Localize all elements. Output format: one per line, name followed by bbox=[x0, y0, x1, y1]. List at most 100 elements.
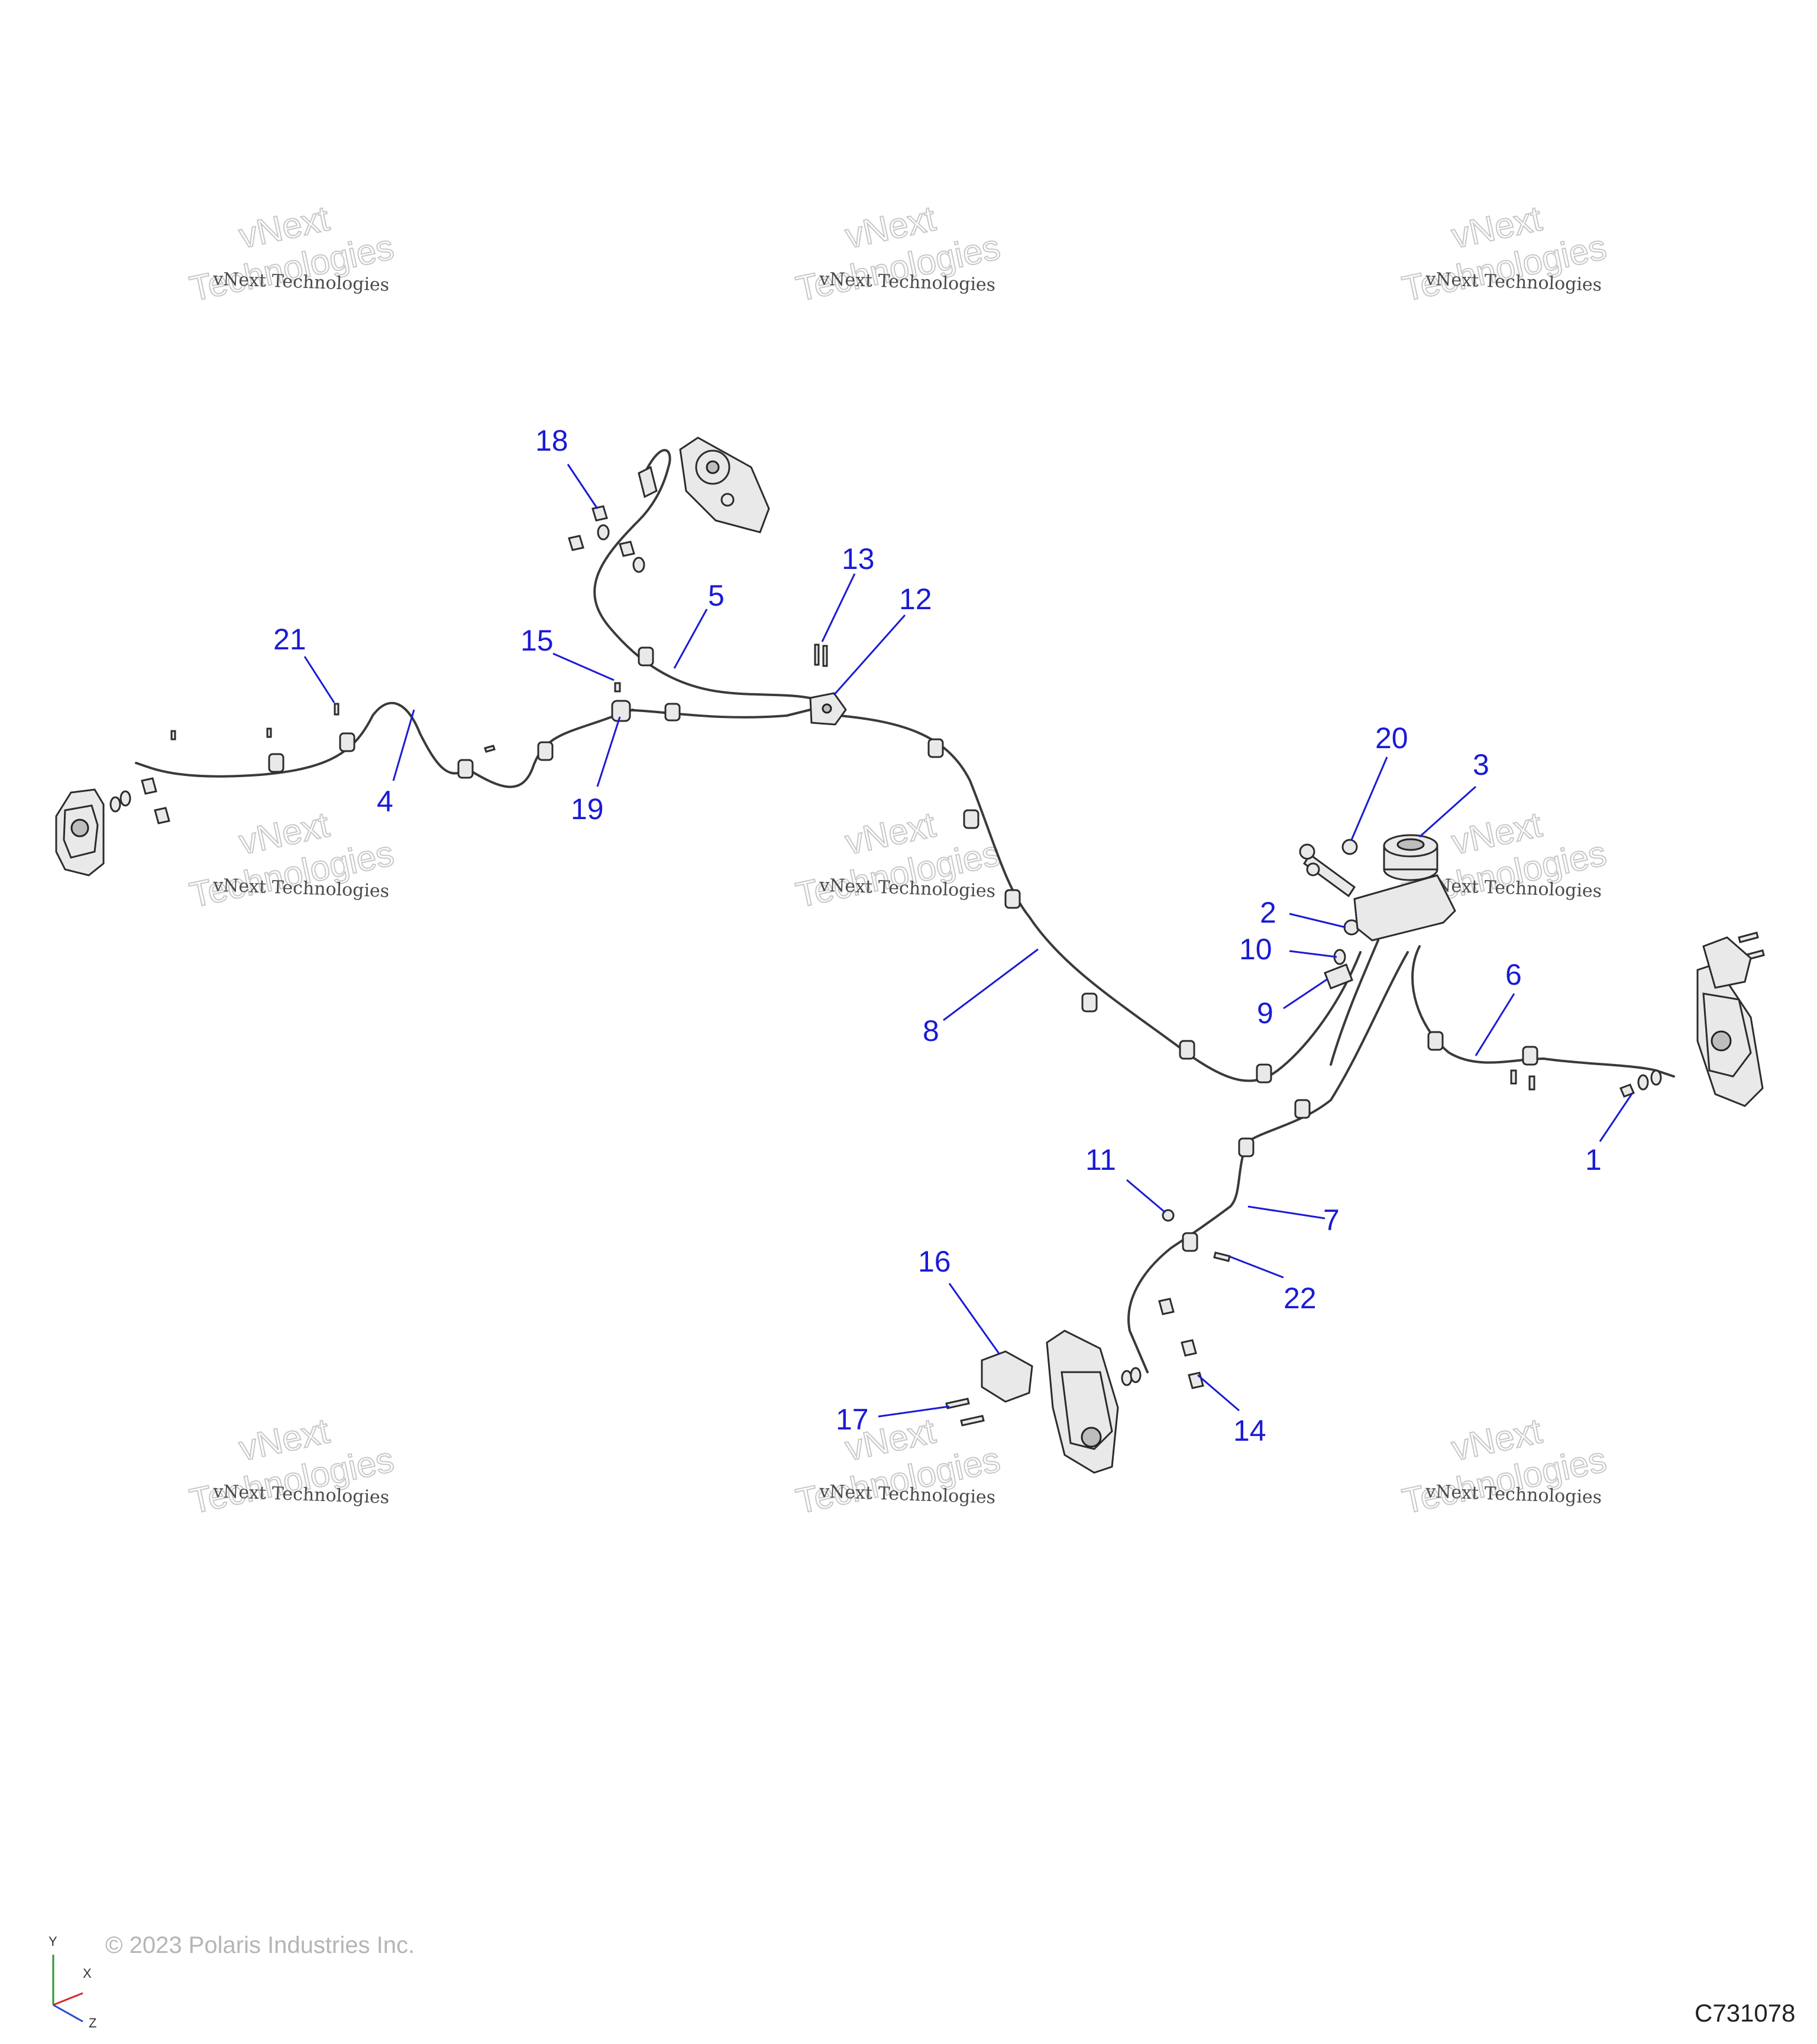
leader-16 bbox=[948, 1283, 1001, 1355]
axis-z-label: Z bbox=[89, 2016, 96, 2030]
reservoir-cap-top bbox=[1396, 838, 1425, 851]
caliper-mount-plate bbox=[679, 436, 770, 533]
callout-14: 14 bbox=[1233, 1414, 1266, 1447]
watermark-3: vNext Technologies vNext Technologies bbox=[1398, 198, 1611, 309]
brake-line-6 bbox=[1411, 945, 1675, 1078]
screw bbox=[1510, 1069, 1517, 1085]
callout-19: 19 bbox=[571, 793, 604, 826]
washer bbox=[1130, 1367, 1142, 1383]
clip bbox=[1179, 1040, 1195, 1060]
callout-1: 1 bbox=[1585, 1143, 1602, 1176]
clip bbox=[1238, 1137, 1255, 1157]
bolt-13b bbox=[822, 645, 828, 667]
bolt-14c bbox=[1158, 1298, 1175, 1315]
screw bbox=[170, 730, 176, 740]
brake-pad-16 bbox=[981, 1350, 1033, 1403]
leader-14 bbox=[1197, 1374, 1240, 1412]
leader-21 bbox=[303, 656, 335, 703]
bolt-14a bbox=[1188, 1372, 1204, 1389]
callout-21: 21 bbox=[273, 623, 306, 656]
screw bbox=[266, 727, 272, 738]
callouts: 1 2 3 4 5 6 7 8 9 10 11 12 13 14 15 16 1… bbox=[273, 424, 1602, 1447]
pin-17b bbox=[960, 1415, 985, 1427]
screw-22 bbox=[1213, 1251, 1231, 1262]
leader-1 bbox=[1599, 1092, 1634, 1142]
clip bbox=[664, 703, 681, 722]
callout-9: 9 bbox=[1257, 997, 1273, 1030]
watermark-1: vNext Technologies vNext Technologies bbox=[186, 198, 398, 309]
clip bbox=[1427, 1031, 1444, 1051]
leader-13 bbox=[821, 573, 856, 642]
brake-tee-junction bbox=[809, 692, 847, 726]
caliper-piston bbox=[1081, 1427, 1102, 1448]
clip bbox=[611, 700, 631, 722]
caliper-left-front bbox=[55, 788, 105, 877]
caliper-left-rear bbox=[981, 1330, 1142, 1474]
leader-6 bbox=[1475, 993, 1515, 1056]
bolt-13a bbox=[814, 643, 820, 666]
line-clips bbox=[268, 646, 1538, 1252]
leader-22 bbox=[1230, 1256, 1284, 1279]
caliper-bore bbox=[706, 460, 720, 474]
axis-triad: Y X Z bbox=[49, 1934, 96, 2030]
washer bbox=[119, 790, 131, 807]
hose-bracket bbox=[638, 465, 658, 499]
nut-20 bbox=[1341, 839, 1358, 855]
brake-line-mc-short bbox=[1330, 939, 1379, 1066]
bolt bbox=[1738, 932, 1759, 943]
washer bbox=[109, 796, 121, 813]
axis-x-line bbox=[53, 1992, 83, 2006]
axis-x-label: X bbox=[83, 1966, 92, 1981]
washer bbox=[632, 557, 645, 573]
clip bbox=[1081, 992, 1098, 1013]
leader-5 bbox=[673, 609, 708, 669]
brake-line-5 bbox=[593, 519, 823, 702]
clip bbox=[1182, 1232, 1198, 1252]
leader-18 bbox=[567, 464, 599, 509]
fitting-9 bbox=[1324, 963, 1353, 989]
clip bbox=[927, 738, 944, 758]
caliper-upper bbox=[638, 436, 770, 533]
clip bbox=[638, 646, 654, 667]
leader-11 bbox=[1126, 1179, 1166, 1214]
callout-17: 17 bbox=[836, 1403, 869, 1436]
caliper-piston bbox=[1711, 1030, 1732, 1052]
brake-lines bbox=[135, 449, 1675, 1373]
bolt-1 bbox=[1619, 1084, 1635, 1098]
clip bbox=[537, 741, 554, 761]
brake-line-7 bbox=[1127, 951, 1409, 1373]
callout-12: 12 bbox=[899, 583, 932, 616]
watermark-2: vNext Technologies vNext Technologies bbox=[792, 198, 1004, 309]
clip bbox=[963, 809, 979, 829]
callout-16: 16 bbox=[918, 1245, 951, 1278]
master-cylinder-body bbox=[1353, 874, 1456, 942]
callout-3: 3 bbox=[1473, 748, 1489, 781]
leader-15 bbox=[552, 652, 615, 681]
leader-9 bbox=[1283, 978, 1328, 1010]
copyright-text: © 2023 Polaris Industries Inc. bbox=[105, 1932, 415, 1958]
leader-2 bbox=[1289, 913, 1346, 929]
callout-11: 11 bbox=[1085, 1143, 1116, 1176]
clip bbox=[1004, 889, 1021, 909]
callout-15: 15 bbox=[520, 624, 554, 657]
axis-z-line bbox=[53, 2004, 83, 2023]
callout-5: 5 bbox=[708, 579, 725, 612]
pin-17a bbox=[945, 1398, 970, 1409]
bolt-18c bbox=[568, 535, 584, 551]
leader-20 bbox=[1350, 756, 1388, 840]
leader-7 bbox=[1247, 1205, 1325, 1220]
clip bbox=[457, 759, 474, 779]
washer bbox=[597, 524, 610, 541]
clevis bbox=[1299, 843, 1315, 860]
callout-7: 7 bbox=[1323, 1204, 1340, 1237]
leader-17 bbox=[878, 1405, 950, 1418]
brake-line-to-tee bbox=[614, 706, 823, 719]
caliper-piston bbox=[70, 819, 89, 837]
leader-12 bbox=[833, 615, 906, 696]
axis-y-label: Y bbox=[49, 1934, 57, 1949]
leader-4 bbox=[392, 709, 415, 781]
master-cylinder bbox=[1299, 834, 1456, 942]
screw bbox=[484, 745, 496, 753]
callout-22: 22 bbox=[1283, 1282, 1317, 1315]
screw-21 bbox=[334, 703, 340, 716]
